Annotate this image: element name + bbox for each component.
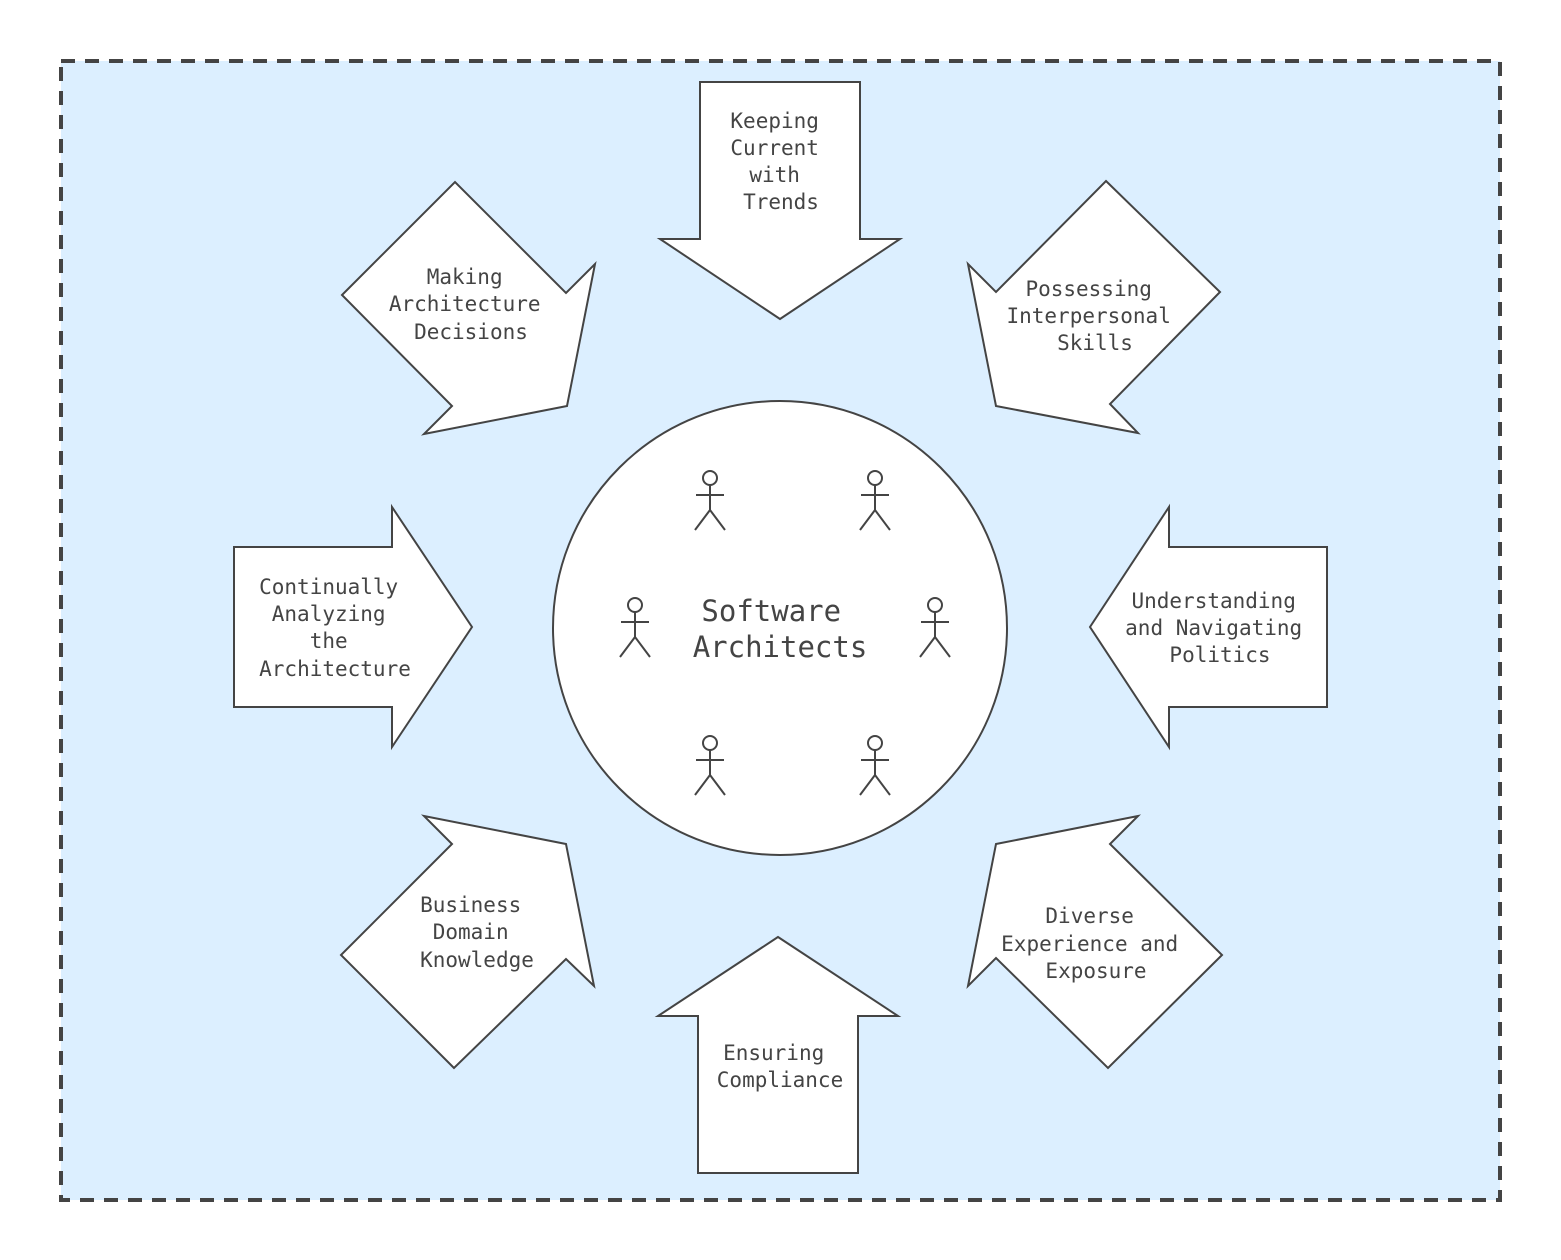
- person-icon: [694, 470, 726, 531]
- arrow-label-line: Possessing: [1025, 277, 1151, 301]
- arrow-shape: [1088, 503, 1328, 751]
- arrow-label-line: Current: [730, 136, 819, 160]
- arrow-label-line: Analyzing: [272, 602, 386, 626]
- arrow-shape: [340, 180, 597, 436]
- arrow-label: Possessing Interpersonal Skills: [1006, 277, 1183, 355]
- arrow-label: Making Architecture Decisions: [389, 265, 553, 344]
- arrow-label-line: Skills: [1057, 331, 1133, 355]
- arrow-diverse-experience: Diverse Experience and Exposure: [966, 814, 1224, 1070]
- arrow-shape: [966, 814, 1224, 1070]
- person-icon: [694, 735, 726, 796]
- arrow-keeping-current: Keeping Current with Trends: [656, 81, 904, 321]
- center-label: Software Architects: [693, 594, 868, 664]
- arrow-label: Business Domain Knowledge: [420, 893, 534, 972]
- arrow-label-line: Architecture: [259, 657, 411, 681]
- arrow-label: Continually Analyzing the Architecture: [259, 575, 411, 681]
- arrow-analyzing-architecture: Continually Analyzing the Architecture: [233, 503, 474, 751]
- arrow-shape: [656, 81, 904, 321]
- arrow-label-line: with: [749, 163, 800, 187]
- arrow-label-line: Compliance: [717, 1068, 843, 1092]
- person-icon: [859, 470, 891, 531]
- arrow-business-domain: Business Domain Knowledge: [339, 814, 596, 1070]
- arrow-label-line: Understanding: [1131, 589, 1295, 613]
- arrow-shape: [654, 935, 902, 1174]
- arrow-label-line: Continually: [259, 575, 398, 599]
- arrow-architecture-decisions: Making Architecture Decisions: [340, 180, 597, 436]
- center-label-line: Architects: [693, 630, 868, 664]
- arrow-navigating-politics: Understanding and Navigating Politics: [1088, 503, 1328, 751]
- arrow-label-line: and Navigating: [1125, 616, 1302, 640]
- person-icon: [919, 597, 951, 658]
- arrow-label: Keeping Current with Trends: [730, 109, 831, 214]
- arrow-label-line: Decisions: [414, 320, 528, 344]
- arrow-label: Ensuring Compliance: [717, 1041, 843, 1092]
- arrow-label-line: the: [310, 629, 348, 653]
- arrow-ensuring-compliance: Ensuring Compliance: [654, 935, 902, 1174]
- center-label-line: Software: [701, 594, 841, 628]
- arrow-shape: [339, 814, 596, 1070]
- arrow-label-line: Keeping: [730, 109, 819, 133]
- center-circle: [552, 400, 1008, 856]
- arrow-label-line: Architecture: [389, 292, 541, 316]
- arrow-label-line: Trends: [743, 190, 819, 214]
- center-hub: Software Architects: [552, 400, 1008, 856]
- arrow-interpersonal-skills: Possessing Interpersonal Skills: [966, 179, 1222, 435]
- arrow-label-line: Interpersonal: [1006, 304, 1170, 328]
- arrow-label: Diverse Experience and Exposure: [1001, 904, 1191, 983]
- arrow-label-line: Ensuring: [723, 1041, 824, 1065]
- arrow-shape: [233, 503, 474, 751]
- arrow-shape: [966, 179, 1222, 435]
- arrow-label-line: Diverse: [1045, 904, 1134, 928]
- arrow-label-line: Knowledge: [420, 948, 534, 972]
- arrow-label-line: Politics: [1169, 643, 1270, 667]
- arrow-label-line: Exposure: [1045, 959, 1146, 983]
- arrow-label: Understanding and Navigating Politics: [1125, 589, 1315, 667]
- person-icon: [619, 597, 651, 658]
- arrow-label-line: Experience and: [1001, 932, 1178, 956]
- people-group: [619, 470, 951, 796]
- arrow-label-line: Making: [427, 265, 503, 289]
- arrow-label-line: Business: [420, 893, 521, 917]
- person-icon: [859, 735, 891, 796]
- arrow-label-line: Domain: [433, 920, 509, 944]
